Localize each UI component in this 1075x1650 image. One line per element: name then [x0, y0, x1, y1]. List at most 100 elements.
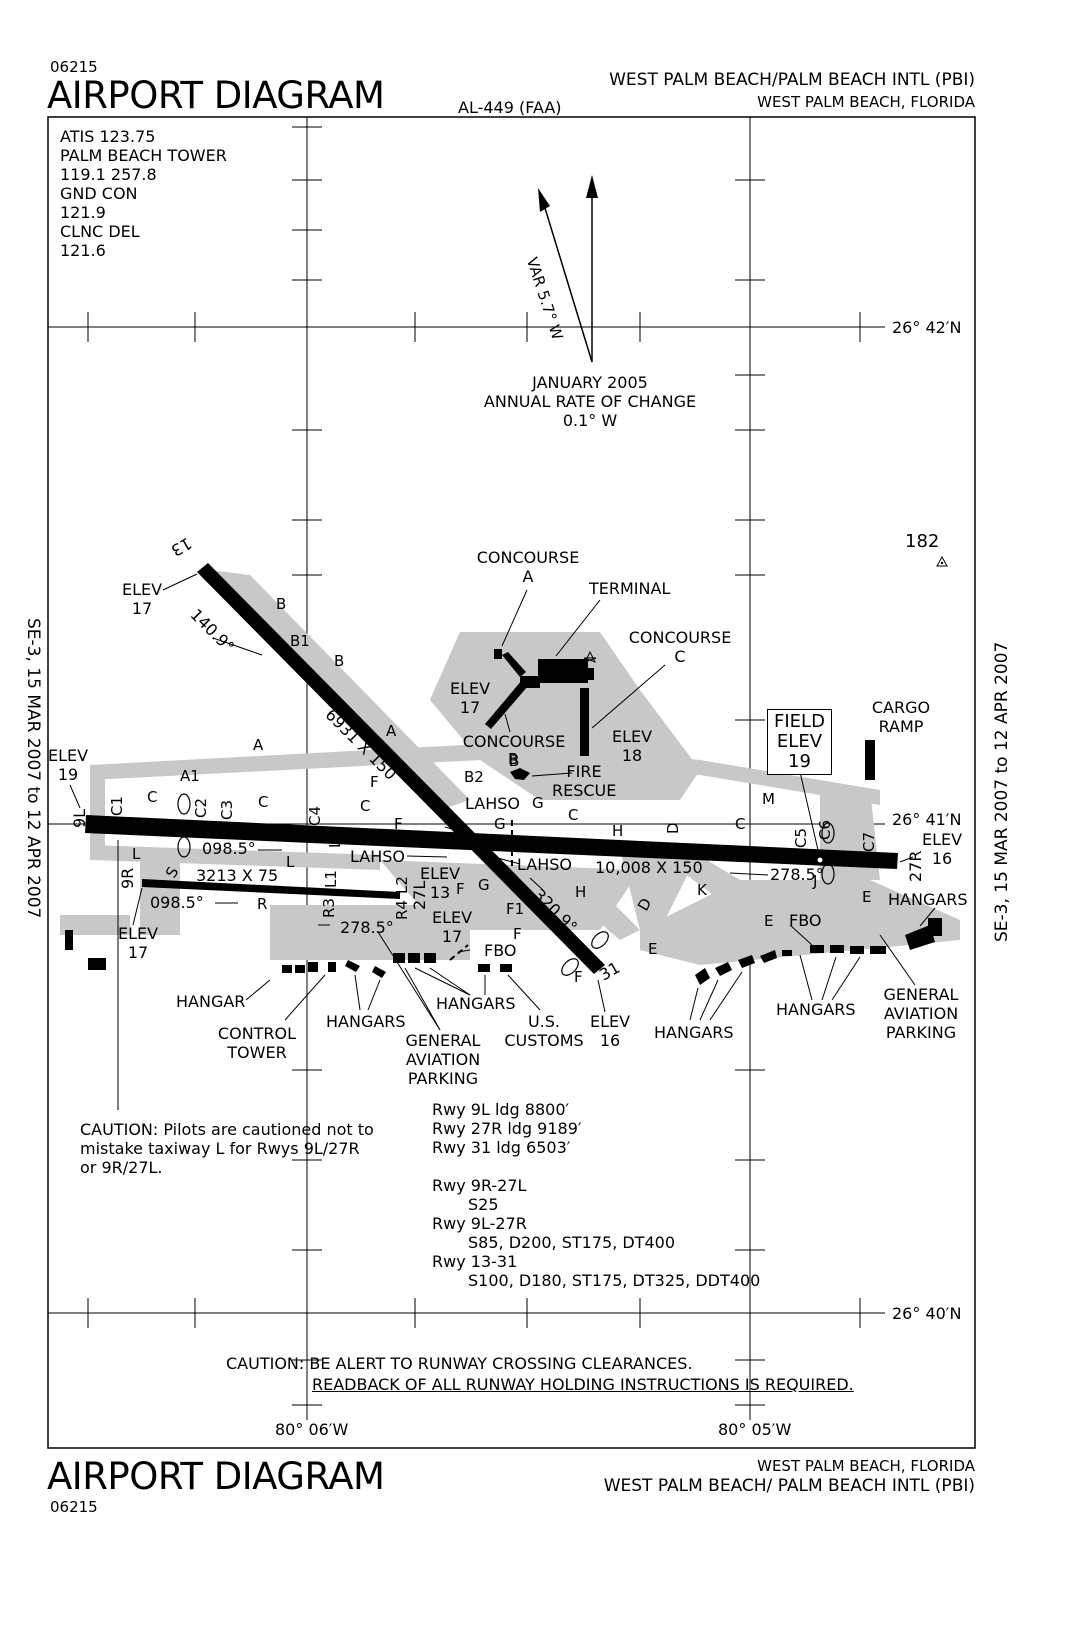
hangars-se2-label: HANGARS	[776, 1000, 856, 1019]
taxiway-C7: C7	[860, 831, 878, 852]
taxiway-K: K	[697, 881, 707, 899]
taxiway-C-2: C	[258, 793, 269, 811]
page-title-bottom: AIRPORT DIAGRAM	[47, 1455, 385, 1498]
taxiway-F-2: F	[394, 815, 403, 833]
fbo-mid-label: FBO	[484, 941, 517, 960]
taxiway-B1: B1	[290, 632, 310, 650]
taxiway-C1: C1	[108, 795, 126, 816]
runways	[85, 563, 898, 974]
taxiway-G: G	[532, 794, 544, 812]
taxiway-E-2: E	[764, 912, 774, 930]
taxiway-H: H	[612, 822, 624, 840]
caution-taxiway-l: CAUTION: Pilots are cautioned not to mis…	[80, 1120, 374, 1177]
taxiway-C-3: C	[360, 797, 371, 815]
fire-rescue-icon	[510, 768, 530, 780]
grid-ticks	[87, 126, 861, 1406]
chart-code-bottom: 06215	[50, 1498, 98, 1516]
airport-name-top: WEST PALM BEACH/PALM BEACH INTL (PBI)	[609, 70, 975, 90]
lahso-2-label: LAHSO	[350, 847, 406, 866]
hangar-west-label: HANGAR	[176, 992, 246, 1011]
taxiway-F-5: F	[574, 968, 583, 986]
runway-info: Rwy 9L ldg 8800′ Rwy 27R ldg 9189′ Rwy 3…	[432, 1100, 761, 1290]
runway-9l-27r	[85, 815, 898, 869]
lon-05-label: 80° 05′W	[718, 1420, 792, 1439]
city-top: WEST PALM BEACH, FLORIDA	[757, 93, 975, 111]
fbo-east-label: FBO	[789, 911, 822, 930]
hold-markers	[177, 793, 835, 976]
concourse-c-building	[580, 688, 589, 756]
rwy-9l-label: 9L	[70, 808, 89, 828]
taxiway-B: B	[276, 595, 287, 613]
taxiway-F: F	[370, 773, 379, 791]
taxiway-L2: L2	[393, 876, 411, 894]
chart-code-top: 06215	[50, 58, 98, 76]
lahso-3-label: LAHSO	[517, 855, 573, 874]
taxiway-F-3: F	[456, 880, 465, 898]
beacon-marker	[816, 856, 824, 864]
taxiway-G-3: G	[478, 876, 490, 894]
caution-crossing: CAUTION: BE ALERT TO RUNWAY CROSSING CLE…	[226, 1354, 693, 1373]
taxiway-R3: R3	[320, 898, 338, 918]
lahso-1-label: LAHSO	[465, 794, 521, 813]
buildings	[65, 649, 942, 985]
lat-42-label: 26° 42′N	[892, 318, 962, 337]
rwy-9r-label: 9R	[118, 867, 137, 889]
taxiway-C4: C4	[306, 805, 324, 826]
al-code: AL-449 (FAA)	[458, 98, 562, 117]
city-bottom: WEST PALM BEACH, FLORIDA	[757, 1457, 975, 1475]
customs-label: U.S.CUSTOMS	[504, 1012, 584, 1050]
taxiway-R: R	[257, 895, 268, 913]
taxiway-L: L	[132, 845, 141, 863]
taxiway-E: E	[862, 888, 872, 906]
taxiway-B-2: B	[334, 652, 345, 670]
rwy-9r-27l-dims: 3213 X 75	[196, 866, 279, 885]
taxiway-D: D	[664, 822, 682, 834]
taxiway-R4: R4	[393, 900, 411, 920]
taxiway-L1-2: L1	[322, 870, 340, 888]
taxiway-M: M	[762, 790, 775, 808]
runway-9r-27l	[142, 879, 400, 899]
mag-info: JANUARY 2005 ANNUAL RATE OF CHANGE 0.1° …	[483, 373, 697, 430]
lat-41-label: 26° 41′N	[892, 810, 962, 829]
frequency-list: ATIS 123.75 PALM BEACH TOWER 119.1 257.8…	[60, 127, 227, 260]
leader-lines	[69, 573, 936, 1110]
taxiway-H-2: H	[575, 883, 587, 901]
tower-star-icon	[583, 650, 597, 663]
hdg-098-a: 098.5°	[202, 839, 256, 858]
field-elevation-box: FIELD ELEV 19	[767, 709, 832, 775]
hangars-se1-label: HANGARS	[654, 1023, 734, 1042]
hdg-278-b: 278.5°	[340, 918, 394, 937]
taxiway-L1: L1	[326, 830, 344, 848]
taxiway-C-4: C	[568, 806, 579, 824]
hdg-098-b: 098.5°	[150, 893, 204, 912]
taxiway-G-2: G	[494, 815, 506, 833]
cargo-building	[865, 740, 875, 780]
hdg-278-a: 278.5°	[770, 865, 824, 884]
lat-40-label: 26° 40′N	[892, 1304, 962, 1323]
taxiway-areas	[60, 570, 960, 965]
runway-13-31	[197, 563, 605, 974]
obstacle-height: 182	[905, 531, 940, 552]
page-title: AIRPORT DIAGRAM	[47, 74, 385, 117]
taxiway-A1: A1	[180, 767, 200, 785]
hangars-mid-label: HANGARS	[436, 994, 516, 1013]
taxiway-A-2: A	[386, 722, 397, 740]
taxiway-C2: C2	[192, 797, 210, 818]
taxiway-C: C	[147, 788, 158, 806]
taxiway-B2: B2	[464, 768, 484, 786]
